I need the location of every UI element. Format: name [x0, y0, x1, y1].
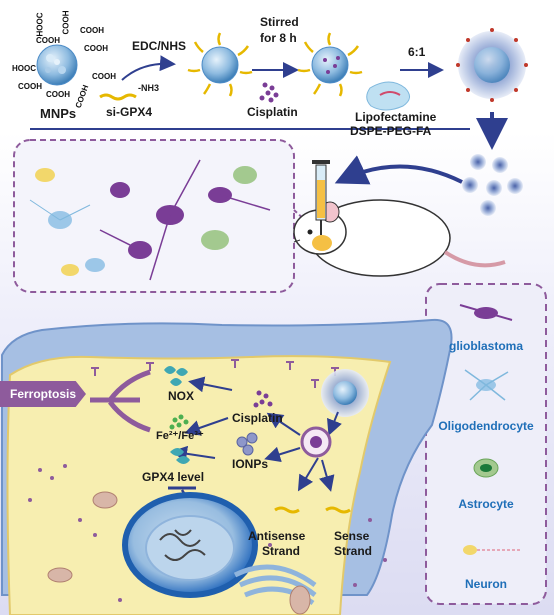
fe-dots: [169, 414, 189, 430]
cooh-label: COOH: [84, 44, 108, 53]
nox-label: NOX: [168, 389, 195, 403]
sense-label-1: Sense: [334, 529, 370, 543]
arrow-edc: [121, 55, 176, 81]
cell-arrows: [171, 376, 335, 492]
cooh-label: COOH: [92, 72, 116, 81]
ferroptosis-label: Ferroptosis: [0, 381, 86, 407]
cooh-label: HOOC: [12, 64, 36, 73]
legend-oligodendrocyte-label: Oligodendrocyte: [438, 419, 534, 433]
ionp-dots: [236, 432, 258, 456]
syringe: [312, 160, 330, 235]
ionps-label: IONPs: [232, 457, 269, 471]
cooh-label: COOH: [80, 26, 104, 35]
legend-astrocyte-icon: [473, 458, 499, 478]
nox-icon: [164, 366, 188, 386]
cell-nanoparticle: [321, 369, 369, 417]
lipofectamine-label: Lipofectamine: [355, 110, 437, 124]
legend-oligodendrocyte-icon: [464, 369, 509, 401]
legend-glioblastoma-icon: [459, 304, 513, 321]
cooh-label: COOH: [36, 36, 60, 45]
final-nanoparticle: [456, 28, 528, 102]
si-gpx4-label: si-GPX4: [106, 105, 153, 119]
mnp-sirna: [187, 32, 253, 97]
stirred-label-2: for 8 h: [260, 31, 297, 45]
gpx4-icon: [170, 448, 190, 464]
ratio-label: 6:1: [408, 45, 426, 59]
brain-tissue-panel: [13, 139, 295, 293]
cooh-label: COOH: [61, 10, 71, 35]
mnp-sirna-cisplatin: [297, 32, 363, 97]
antisense-label-2: Strand: [262, 544, 301, 558]
sirna-strand: [99, 93, 137, 101]
antisense-strand: [274, 506, 300, 514]
arrow-injection: [334, 155, 463, 185]
sense-strand: [325, 506, 351, 514]
legend-neuron-label: Neuron: [465, 577, 507, 591]
cooh-label: HOOC: [35, 12, 45, 37]
tissue-cells: [29, 159, 271, 281]
legend-glioblastoma-label: glioblastoma: [448, 339, 523, 353]
mnp-core: [36, 44, 78, 86]
cisplatin-dots-cell: [253, 390, 273, 408]
legend-panel: [425, 283, 547, 605]
endosome: [300, 426, 332, 458]
cooh-label: COOH: [18, 82, 42, 91]
cooh-label: COOH: [46, 90, 70, 99]
antisense-label-1: Antisense: [248, 529, 306, 543]
sense-label-2: Strand: [334, 544, 373, 558]
dspe-label: DSPE-PEG-FA: [350, 124, 432, 138]
nh3-label: -NH3: [138, 83, 160, 93]
cisplatin-label: Cisplatin: [247, 105, 298, 119]
cisplatin-dots-top: [259, 82, 279, 103]
lipofectamine-blob: [366, 81, 410, 111]
gpx4-level-label: GPX4 level: [142, 470, 205, 484]
cell-cytoplasm: [6, 355, 392, 615]
edc-nhs-label: EDC/NHS: [132, 39, 187, 53]
mnps-label: MNPs: [40, 106, 77, 121]
fe-label: Fe²⁺/Fe³⁺: [156, 430, 204, 442]
cell-cisplatin-label: Cisplatin: [232, 411, 283, 425]
mitochondria: [47, 491, 311, 615]
ferroptosis-branches: [90, 369, 151, 433]
nucleus: [122, 492, 258, 598]
vesicles: [28, 464, 387, 602]
nanoparticle-cluster: [462, 154, 523, 216]
legend-neuron-icon: [463, 545, 520, 555]
stirred-label-1: Stirred: [260, 15, 299, 29]
legend-astrocyte-label: Astrocyte: [458, 497, 514, 511]
